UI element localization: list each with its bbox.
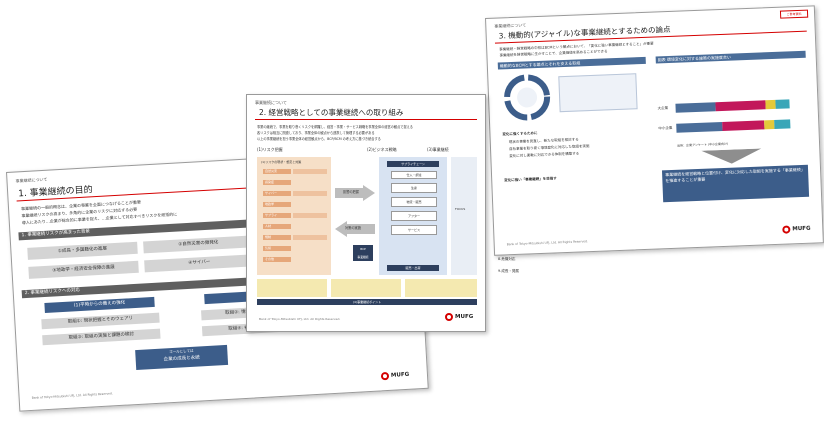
- risk-row: 感染症: [263, 180, 291, 185]
- risk-row: 自然災害: [263, 169, 291, 174]
- mufg-logo: MUFG: [380, 371, 410, 381]
- action-box-1: 取組①: 現状把握とそのウェアリ: [41, 312, 160, 330]
- risk-detail: [293, 213, 327, 218]
- factor-box-4: ④サイバー: [144, 254, 255, 273]
- right-panel-header: 図表 環境変化に対する施策の実施度合い: [655, 50, 806, 64]
- risk-row: 気候: [263, 246, 291, 251]
- risk-column-sub: (1)リスクの現状・想定と対策: [261, 160, 302, 164]
- mufg-mark-icon: [445, 313, 453, 321]
- continuity-column: [451, 157, 477, 275]
- bar-segment: [715, 100, 766, 112]
- note-box-2: [331, 279, 401, 297]
- bar-segment: [774, 119, 791, 129]
- goal-box: ゴールとしては 企業の成長と永続: [135, 344, 229, 371]
- summary-box: 事業継続を経営戦略と位置付け、変化に対応した取組を実施する「事業継続」を推進する…: [661, 164, 810, 203]
- supply-item: サービス: [391, 225, 437, 235]
- logo-text: MUFG: [455, 314, 474, 320]
- bcp-box: BCP 事業継続: [353, 245, 373, 261]
- supply-item: 生産: [391, 183, 437, 193]
- logo-text: MUFG: [390, 371, 410, 379]
- factor-box-3: ③地政学・経済安全保障の進展: [28, 260, 139, 279]
- bar-segment: [765, 99, 776, 110]
- note-box-1: [257, 279, 327, 297]
- left-panel-header: 機動的なBCMとする論点とそれを支える取組: [497, 56, 646, 70]
- breadcrumb: 事業継続について: [15, 176, 48, 184]
- chart-source: 出所：企業アンケート (中小企業向け): [676, 141, 729, 148]
- point-heading: 変化に強くするために: [502, 131, 538, 137]
- cycle-notes-box: [558, 73, 638, 113]
- slide-3: 事業継続について ご参考資料 3. 機動的(アジャイル)な事業継続とするための論…: [485, 5, 824, 256]
- left-arrow-icon: [335, 221, 375, 237]
- bottom-bar: (4)事業継続ポイント: [257, 299, 477, 305]
- col-header-continuity: (3)事業継続: [427, 147, 449, 152]
- overlap-label-3: 9.成長・発展: [498, 269, 519, 273]
- col-header-risk: (1)リスク把握: [257, 147, 283, 152]
- chart-label-small: 中小企業: [658, 125, 673, 131]
- cycle-diagram: [504, 74, 551, 121]
- point-4: 変化に強い「事業継続」を目指す: [504, 176, 557, 183]
- col-header-strategy: (2)ビジネス戦略: [367, 147, 397, 152]
- sales-box: 販売・出荷: [387, 265, 439, 271]
- factor-box-1: ①成長・多国籍化の進展: [27, 241, 138, 260]
- mufg-mark-icon: [782, 225, 791, 234]
- risk-row: 規制: [263, 235, 291, 240]
- footer-text: Bank of Tokyo-Mitsubishi UFJ, Ltd. All R…: [506, 239, 589, 247]
- risk-row: 人材: [263, 224, 291, 229]
- footer-text: Bank of Tokyo-Mitsubishi UFJ, Ltd. All R…: [31, 391, 113, 400]
- risk-detail: [293, 235, 327, 240]
- breadcrumb: 事業継続について: [494, 22, 527, 29]
- slide-title: 2. 経営戦略としての事業継続への取り組み: [259, 108, 404, 117]
- arrow-label-bottom: 対策の実施: [345, 226, 361, 230]
- mufg-mark-icon: [380, 371, 390, 381]
- risk-row: サプライ: [263, 213, 291, 218]
- risk-detail: [293, 191, 327, 196]
- slide-2: 事業継続について 2. 経営戦略としての事業継続への取り組み 事業の継続で、事業…: [246, 94, 486, 332]
- bullet-2: 各リスクは相互に関連しており、事業全体の観点から連携して管理する必要がある: [257, 131, 375, 135]
- action-box-3: 取組③: 取組の実施と課題の検討: [42, 328, 161, 346]
- reference-badge: ご参考資料: [779, 9, 809, 19]
- down-arrow-icon: [701, 148, 762, 164]
- right-arrow-icon: [335, 185, 375, 201]
- overlap-label-2: 8.危機対応: [498, 257, 516, 261]
- bar-segment: [675, 102, 716, 113]
- point-3: 変化に対し柔軟に対応できる体制を構築する: [509, 151, 580, 159]
- arrow-label-top: 影響の把握: [343, 190, 359, 194]
- bar-segment: [764, 119, 775, 130]
- mufg-logo: MUFG: [445, 313, 473, 321]
- breadcrumb: 事業継続について: [255, 100, 287, 105]
- supply-chain-header: サプライチェーン: [387, 161, 439, 167]
- bar-segment: [676, 121, 723, 133]
- risk-detail: [293, 169, 327, 174]
- risk-row: その他: [263, 257, 291, 262]
- risk-row: 地政学: [263, 202, 291, 207]
- bullet-3: 以上の事業継続を担う事業全体の経営観点から、BCP/BCM の考え方に基づき統合…: [257, 137, 381, 141]
- bar-segment: [775, 99, 790, 109]
- bar-segment: [722, 120, 765, 131]
- supply-item: 仕入・調達: [391, 171, 437, 179]
- note-box-3: [405, 279, 477, 297]
- supply-item: 物流・販売: [391, 197, 437, 207]
- supply-item: アフター: [391, 211, 437, 221]
- footer-text: Bank of Tokyo-Mitsubishi UFJ, Ltd. All R…: [259, 317, 341, 321]
- logo-text: MUFG: [792, 225, 811, 233]
- title-divider: [255, 119, 477, 120]
- risk-row: サイバー: [263, 191, 291, 196]
- chart-label-large: 大企業: [657, 106, 669, 111]
- bullet-1: 事業の継続で、事業を取り巻くリスクを網羅し、経営・事業・サービス戦略を事業全体の…: [257, 125, 413, 129]
- factor-box-2: ②自然災害の頻発化: [143, 235, 254, 254]
- blue-box-left: (1)平時からの備えの強化: [44, 296, 155, 314]
- focus-label: FOCUS: [455, 207, 466, 211]
- mufg-logo: MUFG: [782, 225, 811, 234]
